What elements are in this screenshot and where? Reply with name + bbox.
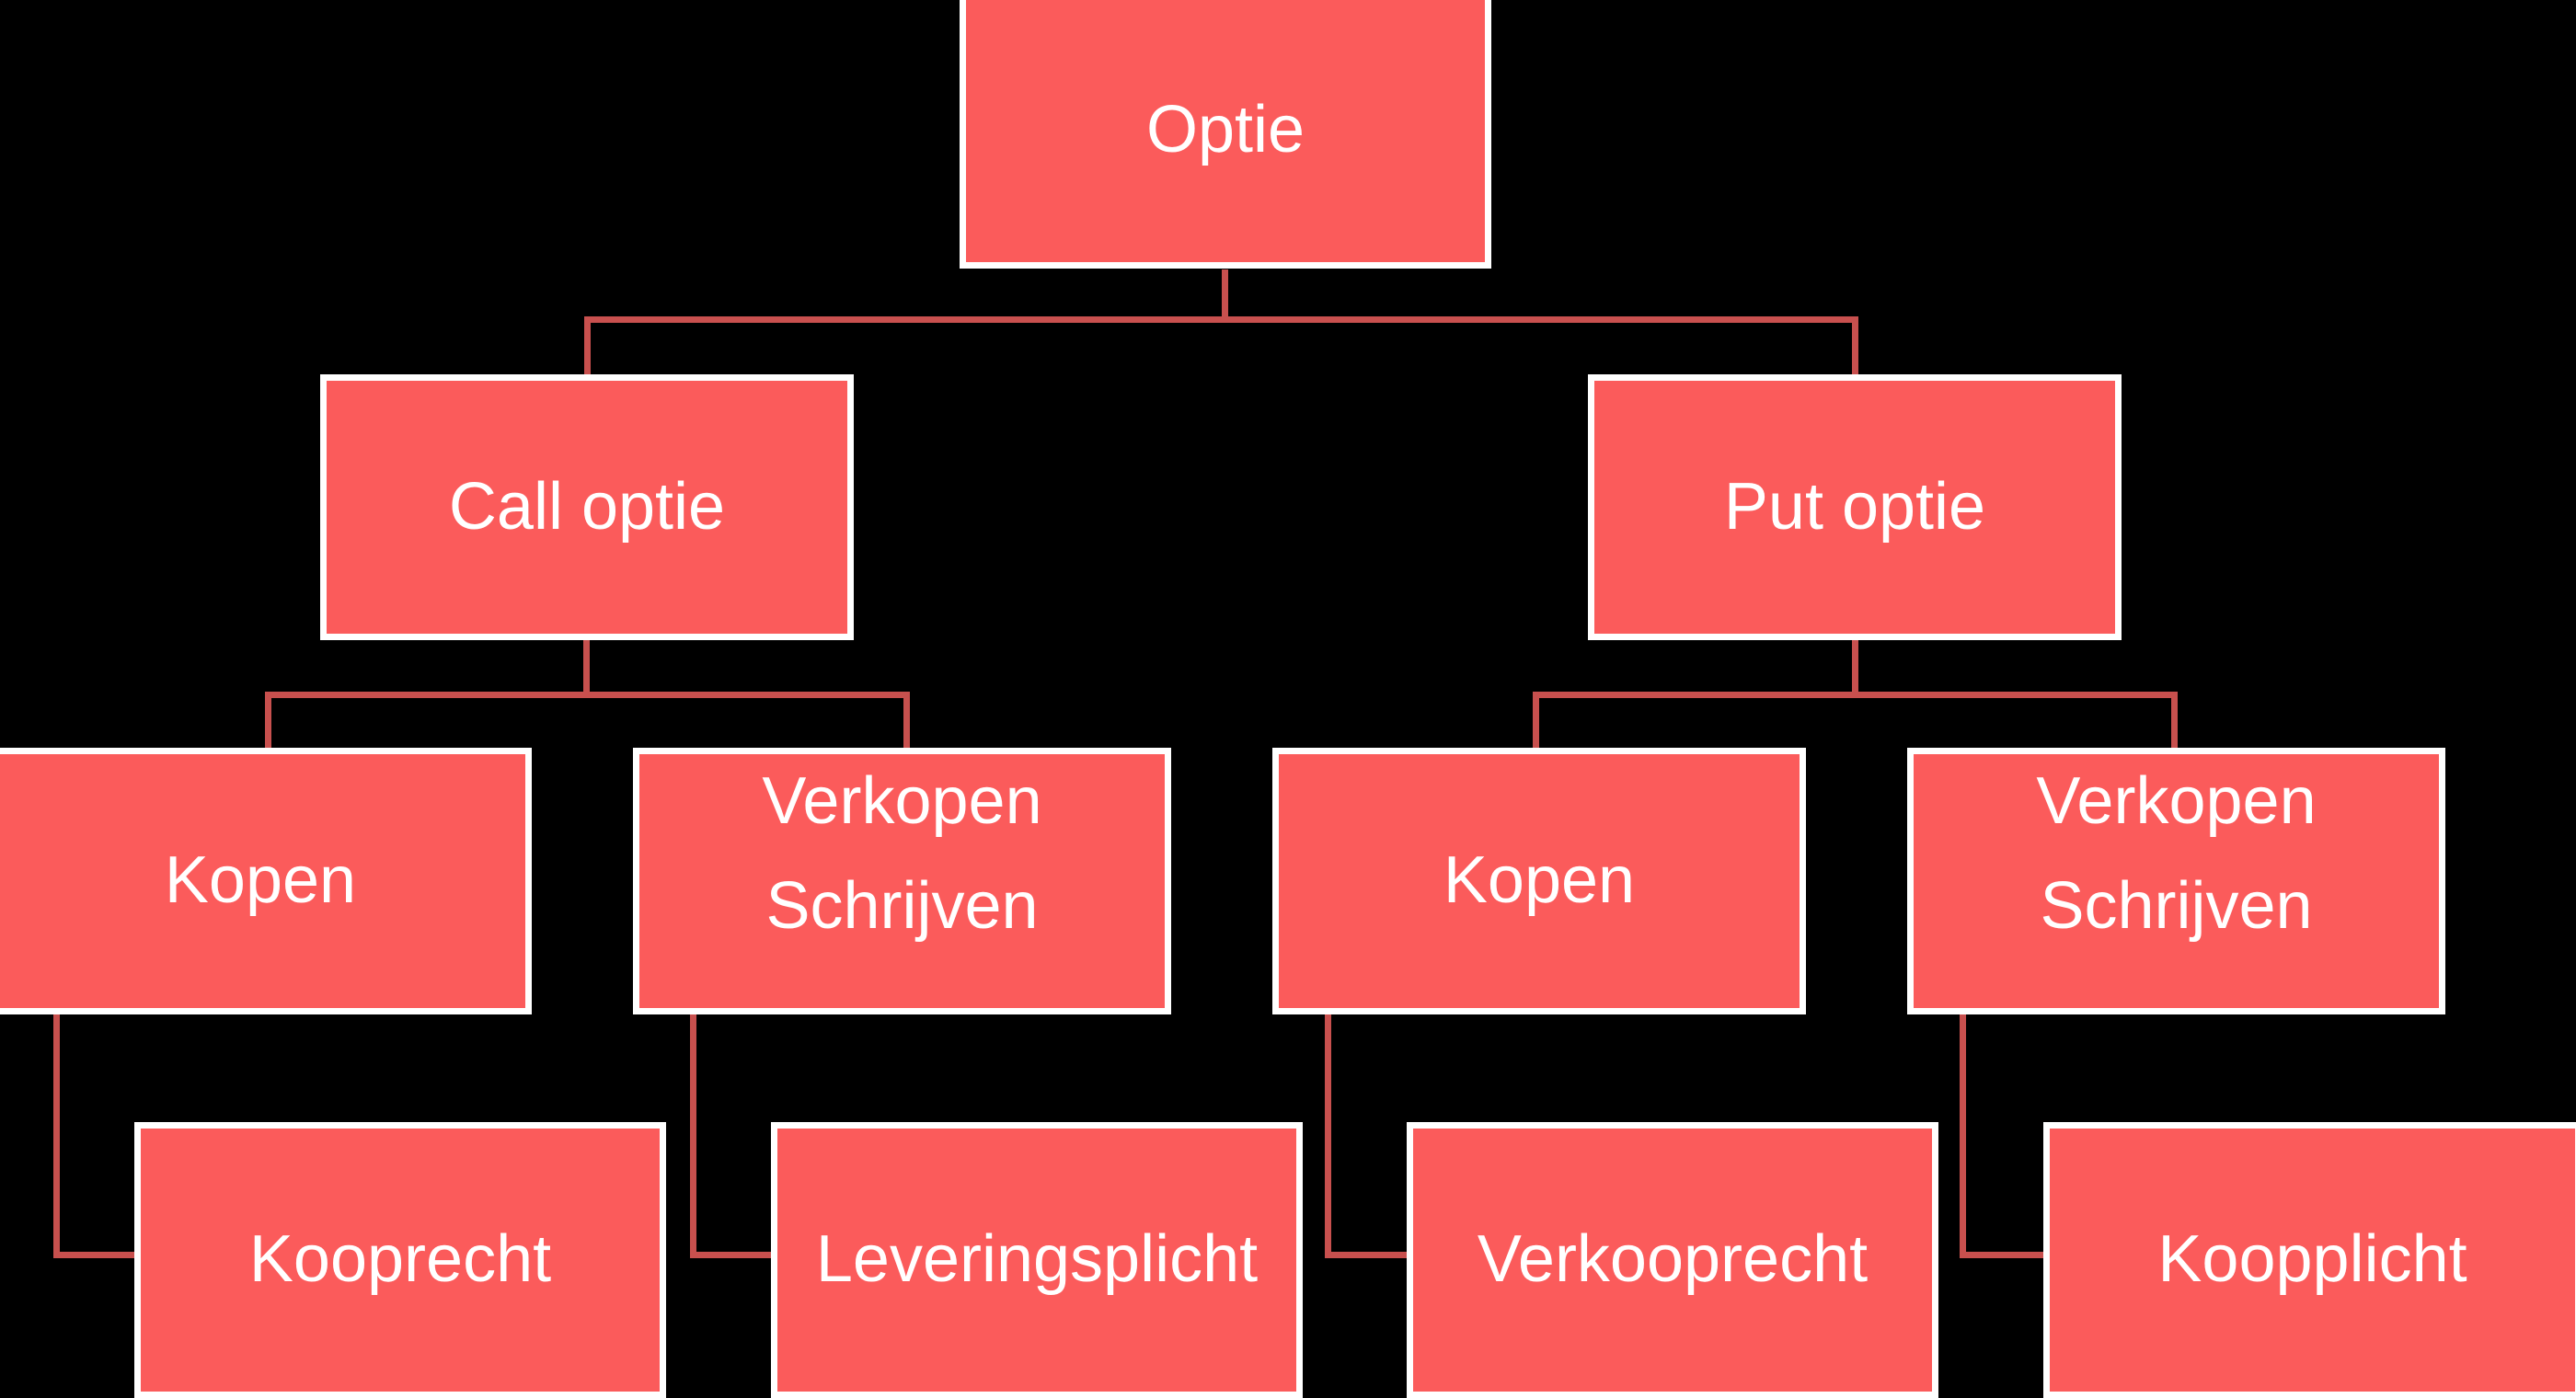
node-call-kopen-label: Kopen: [164, 843, 357, 918]
node-call-verkopen-label-2: Schrijven: [765, 868, 1039, 943]
node-verkooprecht[interactable]: Verkooprecht: [1407, 1122, 1938, 1398]
node-kooprecht[interactable]: Kooprecht: [134, 1122, 666, 1398]
connector-put-to-verkopen: [2171, 692, 2178, 751]
connector-call-to-verkopen: [903, 692, 910, 751]
node-kooprecht-label: Kooprecht: [248, 1222, 552, 1297]
node-leveringsplicht-label: Leveringsplicht: [815, 1222, 1259, 1297]
node-call-kopen[interactable]: Kopen: [0, 748, 532, 1014]
connector-root-stem: [1222, 269, 1228, 322]
connector-kopen1-right: [53, 1252, 164, 1258]
connector-kopen2-down: [1325, 1014, 1331, 1258]
node-koopplicht-label: Koopplicht: [2157, 1222, 2467, 1297]
connector-verkopen2-right: [1960, 1252, 2070, 1258]
connector-put-to-kopen: [1533, 692, 1539, 751]
node-optie[interactable]: Optie: [960, 0, 1491, 269]
node-call-optie[interactable]: Call optie: [320, 374, 854, 640]
node-optie-label: Optie: [1145, 93, 1305, 167]
connector-verkopen2-down: [1960, 1014, 1966, 1258]
node-put-kopen[interactable]: Kopen: [1272, 748, 1806, 1014]
connector-kopen1-down: [53, 1014, 60, 1258]
connector-call-to-kopen: [265, 692, 271, 751]
connector-verkopen1-right: [690, 1252, 800, 1258]
node-call-verkopen[interactable]: Verkopen Schrijven: [633, 748, 1171, 1014]
node-put-optie[interactable]: Put optie: [1588, 374, 2122, 640]
node-koopplicht[interactable]: Koopplicht: [2043, 1122, 2576, 1398]
node-call-optie-label: Call optie: [448, 469, 726, 544]
connector-kopen2-right: [1325, 1252, 1435, 1258]
node-put-verkopen-label-1: Verkopen: [2036, 764, 2317, 838]
node-put-verkopen-label-2: Schrijven: [2040, 868, 2313, 943]
connector-call-stem: [583, 639, 590, 694]
connector-verkopen1-down: [690, 1014, 696, 1258]
connector-root-to-put: [1852, 316, 1858, 377]
connector-put-bus: [1533, 692, 2178, 698]
connector-root-to-call: [584, 316, 591, 377]
node-call-verkopen-label-1: Verkopen: [762, 764, 1042, 838]
node-put-optie-label: Put optie: [1723, 469, 1986, 544]
node-put-kopen-label: Kopen: [1443, 843, 1636, 918]
node-put-verkopen[interactable]: Verkopen Schrijven: [1907, 748, 2445, 1014]
connector-call-bus: [265, 692, 910, 698]
node-verkooprecht-label: Verkooprecht: [1477, 1222, 1869, 1297]
node-leveringsplicht[interactable]: Leveringsplicht: [771, 1122, 1303, 1398]
connector-put-stem: [1852, 639, 1858, 694]
connector-root-bus: [584, 316, 1858, 323]
